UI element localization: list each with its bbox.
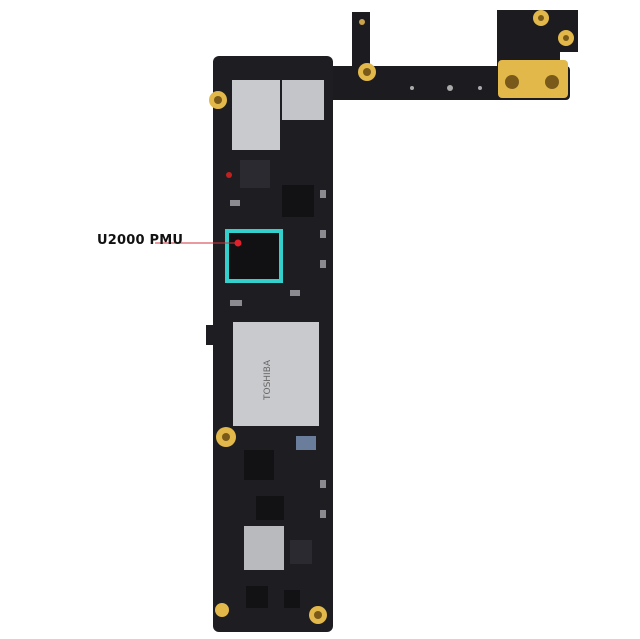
nand-chip xyxy=(233,322,319,426)
pmu-highlight-box xyxy=(225,229,283,283)
nand-marking: TOSHIBA xyxy=(263,359,273,401)
leader-dot xyxy=(234,239,242,247)
pmu-label: U2000 PMU xyxy=(97,233,184,248)
top-flex xyxy=(300,10,578,100)
main-board: TOSHIBA xyxy=(206,56,333,632)
shield-can xyxy=(232,80,280,150)
pmu-chip xyxy=(226,230,282,282)
